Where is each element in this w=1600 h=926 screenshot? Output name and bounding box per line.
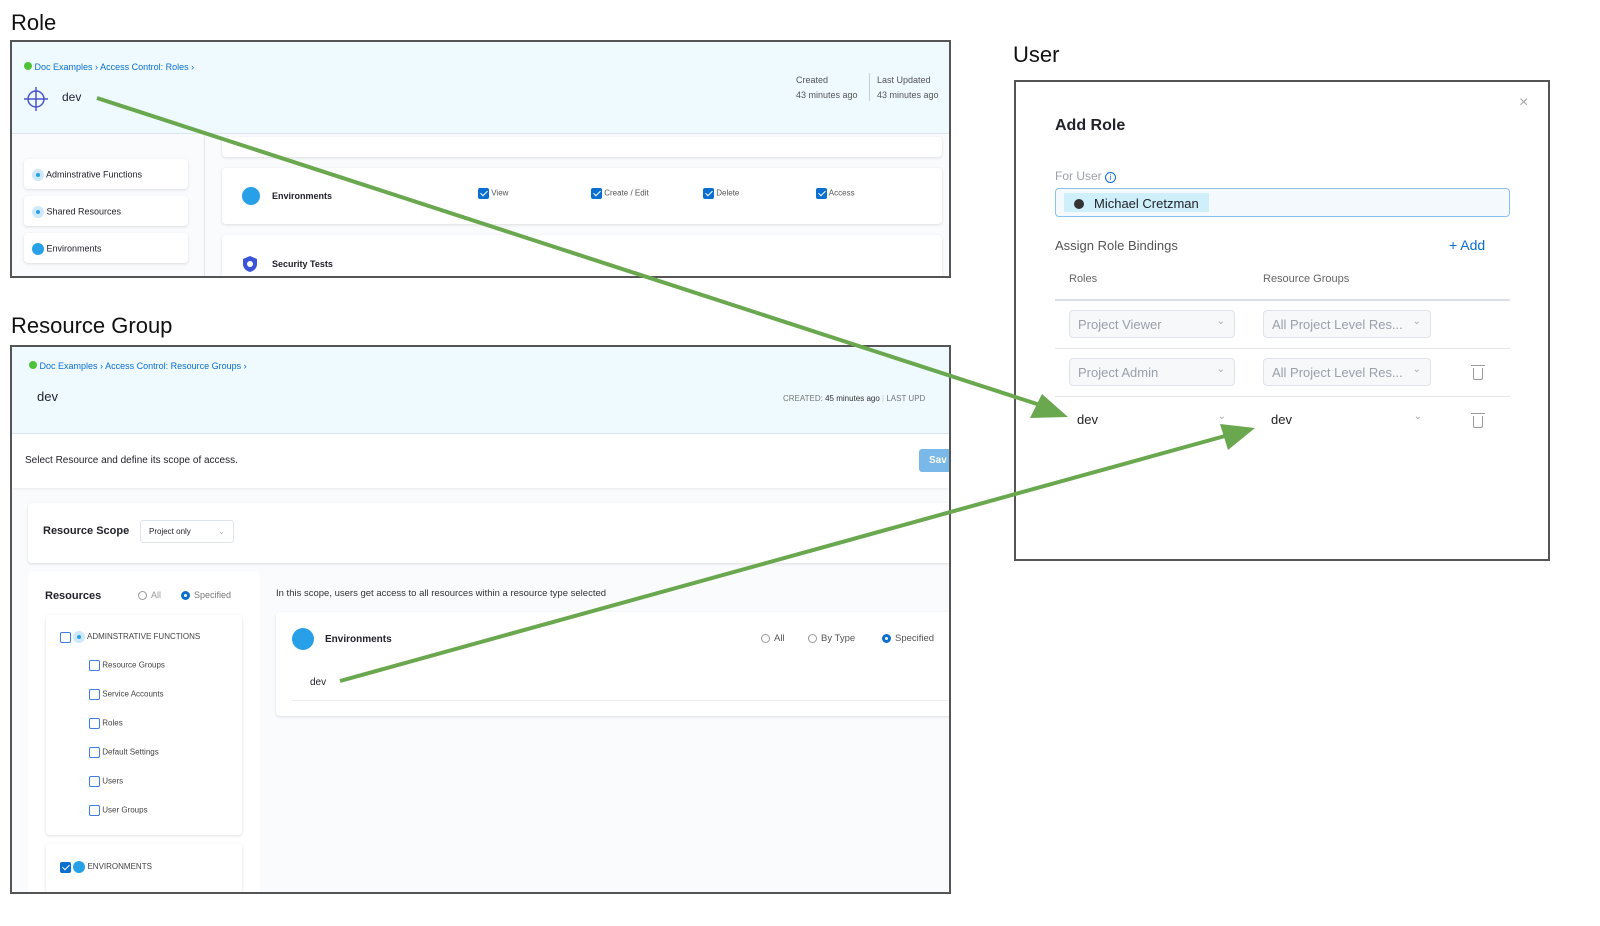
scope-note: In this scope, users get access to all r… — [276, 588, 607, 599]
sidebar-item-admin[interactable]: Adminstrative Functions — [24, 159, 188, 189]
sidebar-item-label: Environments — [46, 243, 102, 254]
created-label: CREATED: — [783, 394, 823, 403]
perm-view[interactable]: View — [478, 188, 508, 199]
security-tests-card: Security Tests — [222, 235, 942, 276]
role-panel: Doc Examples › Access Control: Roles › d… — [10, 40, 951, 278]
assign-role-bindings-label: Assign Role Bindings — [1055, 238, 1178, 253]
dialog-title: Add Role — [1055, 117, 1126, 134]
breadcrumb-link[interactable]: Access Control: Resource Groups — [105, 361, 242, 371]
user-input[interactable]: Michael Cretzman — [1055, 188, 1510, 217]
resource-item[interactable]: User Groups — [89, 805, 148, 816]
perm-access[interactable]: Access — [816, 188, 855, 199]
environment-item: dev — [310, 677, 327, 688]
role-select[interactable]: Project Viewer⌄ — [1069, 310, 1235, 338]
radio-specified[interactable]: Specified — [181, 590, 231, 601]
avatar — [1074, 199, 1084, 209]
breadcrumb: Doc Examples › Access Control: Resource … — [29, 361, 247, 371]
delete-icon[interactable] — [1471, 365, 1485, 380]
sidebar-item-label: Adminstrative Functions — [46, 169, 143, 180]
radio-all[interactable]: All — [138, 590, 161, 601]
resource-item[interactable]: Resource Groups — [89, 660, 165, 671]
chevron-down-icon: ⌄ — [218, 527, 225, 536]
resource-group-title: dev — [37, 389, 58, 404]
role-crosshair-icon — [24, 87, 48, 111]
admin-functions-checkbox[interactable]: ADMINSTRATIVE FUNCTIONS — [60, 631, 200, 643]
col-roles: Roles — [1069, 273, 1098, 285]
updated-label: LAST UPD — [886, 394, 926, 403]
role-select[interactable]: dev⌄ — [1077, 411, 1226, 427]
section-label-role: Role — [11, 10, 57, 35]
instruction-text: Select Resource and define its scope of … — [25, 455, 238, 466]
radio-all[interactable]: All — [761, 633, 785, 644]
resources-label: Resources — [45, 590, 102, 602]
resource-group-select[interactable]: All Project Level Res...⌄ — [1263, 310, 1431, 338]
for-user-label: For User — [1055, 169, 1102, 183]
resource-scope-label: Resource Scope — [43, 525, 130, 537]
radio-specified[interactable]: Specified — [882, 633, 934, 644]
environments-checkbox[interactable]: ENVIRONMENTS — [60, 861, 152, 873]
section-label-user: User — [1013, 42, 1060, 67]
created-value: 43 minutes ago — [796, 90, 858, 100]
perm-delete[interactable]: Delete — [703, 188, 739, 199]
role-title: dev — [62, 90, 82, 104]
resource-scope-select[interactable]: Project only⌄ — [140, 520, 234, 543]
radio-by-type[interactable]: By Type — [808, 633, 855, 644]
resource-group-select[interactable]: All Project Level Res...⌄ — [1263, 358, 1431, 386]
shield-icon — [243, 256, 257, 272]
admin-functions-group: ADMINSTRATIVE FUNCTIONS Resource Groups … — [46, 615, 242, 835]
created-label: Created — [796, 75, 829, 85]
environments-icon — [242, 187, 260, 205]
breadcrumb-link[interactable]: Doc Examples — [34, 62, 93, 72]
environments-icon — [292, 628, 314, 650]
breadcrumb: Doc Examples › Access Control: Roles › — [24, 62, 194, 72]
delete-icon[interactable] — [1471, 413, 1485, 428]
resource-item[interactable]: Users — [89, 776, 123, 787]
info-icon: i — [1105, 172, 1117, 183]
resource-item[interactable]: Service Accounts — [89, 689, 164, 700]
environments-group: ENVIRONMENTS — [46, 843, 242, 892]
resource-group-select[interactable]: dev⌄ — [1271, 411, 1422, 427]
close-icon[interactable]: × — [1519, 94, 1529, 111]
sidebar-item-environments[interactable]: Environments — [24, 233, 188, 263]
add-role-dialog: × Add Role For User i Michael Cretzman A… — [1014, 80, 1550, 561]
resource-group-panel: Doc Examples › Access Control: Resource … — [10, 345, 951, 894]
sidebar-item-label: Shared Resources — [46, 206, 122, 217]
updated-value: 43 minutes ago — [877, 90, 939, 100]
environments-scope-card: Environments All By Type Specified dev — [276, 612, 949, 716]
sidebar-item-shared[interactable]: Shared Resources — [24, 196, 188, 226]
environments-label: Environments — [325, 634, 392, 645]
role-select[interactable]: Project Admin⌄ — [1069, 358, 1235, 386]
environments-label: Environments — [272, 191, 333, 201]
environments-permission-card: Environments View Create / Edit Delete A… — [222, 168, 942, 224]
updated-label: Last Updated — [877, 75, 931, 85]
security-tests-label: Security Tests — [272, 259, 333, 269]
col-resource-groups: Resource Groups — [1263, 273, 1350, 285]
user-chip[interactable]: Michael Cretzman — [1064, 193, 1209, 212]
created-value: 45 minutes ago — [825, 394, 880, 403]
perm-create-edit[interactable]: Create / Edit — [591, 188, 649, 199]
add-binding-button[interactable]: + Add — [1449, 237, 1486, 253]
save-button[interactable]: Sav — [919, 449, 949, 472]
breadcrumb-link[interactable]: Doc Examples — [39, 361, 98, 371]
resource-item[interactable]: Default Settings — [89, 747, 159, 758]
section-label-resource-group: Resource Group — [11, 313, 173, 338]
breadcrumb-link[interactable]: Access Control: Roles — [100, 62, 189, 72]
resource-item[interactable]: Roles — [89, 718, 123, 729]
